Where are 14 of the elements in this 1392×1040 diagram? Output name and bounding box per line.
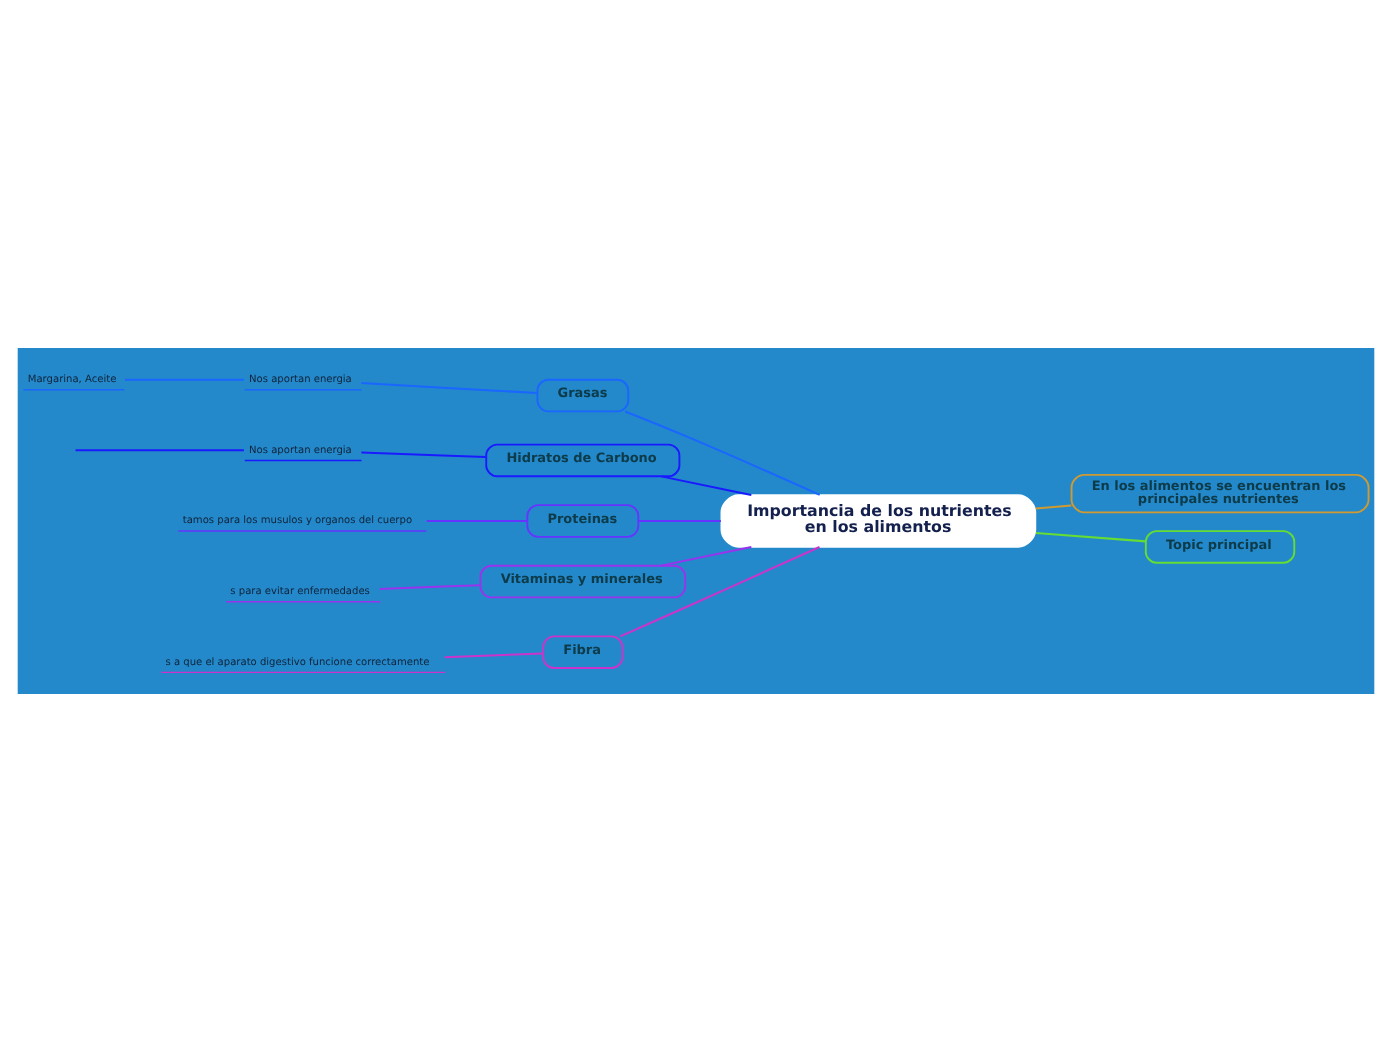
connector	[75, 448, 244, 451]
connector	[124, 377, 244, 380]
connector	[1035, 530, 1146, 542]
connector	[1035, 503, 1072, 509]
connector	[660, 545, 752, 566]
connector	[624, 409, 821, 495]
connector	[444, 651, 543, 658]
connector	[361, 381, 538, 394]
connector	[638, 519, 721, 521]
connector	[426, 519, 528, 521]
connector	[379, 583, 481, 589]
connector	[361, 450, 486, 457]
connector	[619, 545, 820, 637]
connector	[660, 474, 752, 495]
